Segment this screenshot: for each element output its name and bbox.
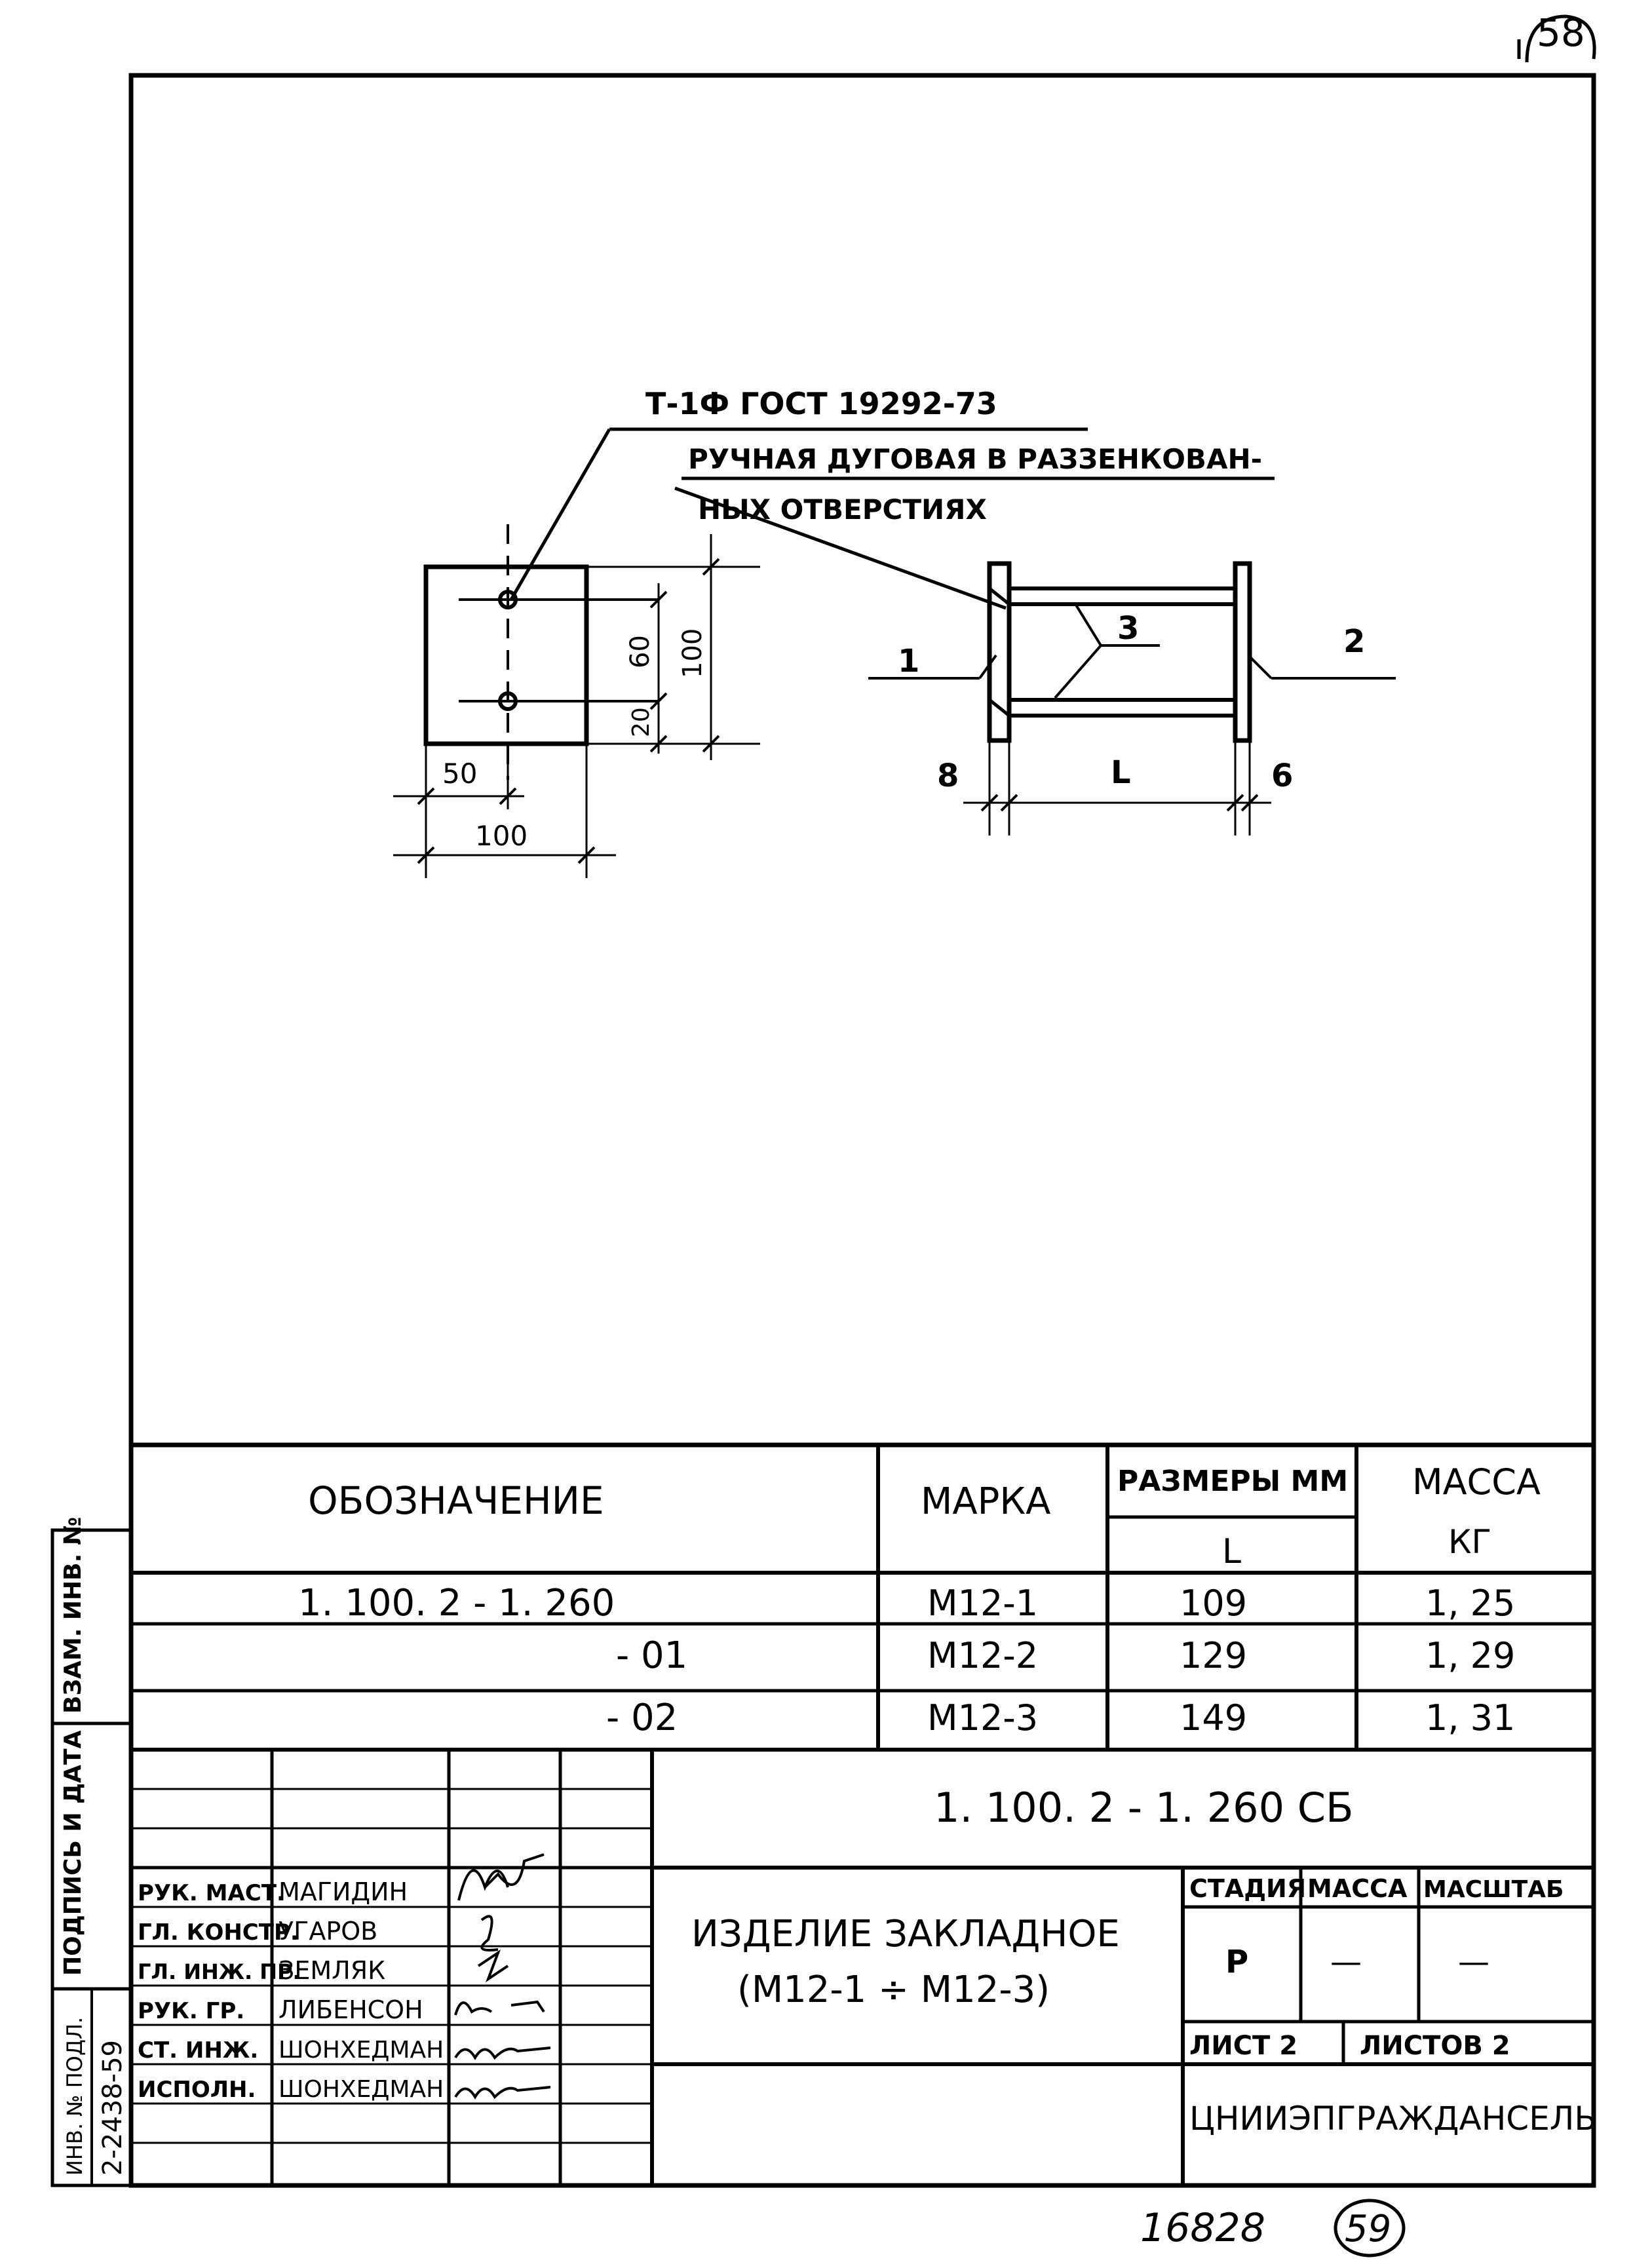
page-number-top: 58 (1537, 10, 1585, 55)
row-mark: М12-1 (927, 1583, 1038, 1624)
row-designation: - 02 (606, 1697, 678, 1739)
assembly-view: 1 2 3 8 L 6 (868, 561, 1396, 836)
role: ИСПОЛН. (138, 2077, 256, 2103)
role: СТ. ИНЖ. (138, 2037, 258, 2064)
replace-inv-label: ВЗАМ. ИНВ. № (60, 1517, 86, 1714)
signature-row: СТ. ИНЖ. ШОНХЕДМАН (138, 2037, 444, 2064)
row-L: 129 (1180, 1635, 1247, 1676)
dim-100-vertical: 100 (678, 628, 708, 678)
bottom-numbers: 16828 59 (1140, 2199, 1406, 2258)
drawing-frame (128, 73, 1596, 2188)
title-block: 1. 100. 2 - 1. 260 СБ ИЗДЕЛИЕ ЗАКЛАДНОЕ … (131, 1750, 1597, 2185)
row-L: 149 (1180, 1697, 1247, 1739)
role: ГЛ. КОНСТР. (138, 1919, 299, 1946)
name: ЛИБЕНСОН (279, 1995, 423, 2024)
dim-60: 60 (625, 635, 655, 668)
name: ЗЕМЛЯК (279, 1956, 385, 1985)
sheet-number: ЛИСТ 2 (1189, 2031, 1297, 2061)
table-row: 1. 100. 2 - 1. 260 М12-1 109 1, 25 (298, 1582, 1515, 1624)
header-sizes-L: L (1222, 1532, 1241, 1571)
inv-orig-label: ИНВ. № ПОДЛ. (62, 2017, 87, 2176)
signature-row: РУК. ГР. ЛИБЕНСОН (138, 1995, 423, 2024)
stage-value: Р (1225, 1944, 1248, 1980)
header-mass-unit: КГ (1448, 1523, 1491, 1561)
header-sizes: РАЗМЕРЫ ММ (1117, 1465, 1348, 1498)
dim-L: L (1111, 754, 1131, 791)
signature-row: ГЛ. ИНЖ. ПР. ЗЕМЛЯК (138, 1956, 385, 1985)
role: ГЛ. ИНЖ. ПР. (138, 1959, 301, 1984)
name: УГАРОВ (279, 1917, 377, 1946)
dim-50: 50 (442, 758, 477, 790)
mass-header: МАССА (1307, 1874, 1408, 1903)
product-name-line1: ИЗДЕЛИЕ ЗАКЛАДНОЕ (691, 1913, 1120, 1955)
top-page-number: 58 (1517, 10, 1596, 63)
plate-view: 60 20 100 50 100 (393, 524, 760, 878)
inv-value: 2-2438-59 (98, 2040, 128, 2176)
row-mass: 1, 31 (1425, 1697, 1515, 1739)
row-designation: - 01 (616, 1634, 687, 1677)
signature-row: ГЛ. КОНСТР. УГАРОВ (138, 1917, 377, 1946)
row-mass: 1, 29 (1425, 1635, 1515, 1676)
role: РУК. МАСТ. (138, 1880, 285, 1906)
name: МАГИДИН (279, 1877, 408, 1906)
handwritten-signatures (454, 1853, 551, 2100)
dim-20: 20 (628, 707, 655, 737)
name: ШОНХЕДМАН (279, 2076, 444, 2103)
doc-code: 1. 100. 2 - 1. 260 СБ (934, 1784, 1354, 1832)
weld-label: Т-1Ф ГОСТ 19292-73 (645, 386, 997, 421)
stage-header: СТАДИЯ (1189, 1874, 1306, 1903)
archive-number: 16828 (1140, 2205, 1265, 2251)
dim-100-horizontal: 100 (475, 820, 528, 852)
position-3: 3 (1117, 610, 1139, 647)
weld-annotation: Т-1Ф ГОСТ 19292-73 РУЧНАЯ ДУГОВАЯ В РАЗЗ… (509, 386, 1275, 610)
position-1: 1 (898, 643, 919, 680)
sign-date-label: ПОДПИСЬ И ДАТА (60, 1730, 86, 1976)
row-L: 109 (1180, 1583, 1247, 1624)
row-mass: 1, 25 (1425, 1583, 1515, 1624)
row-designation: 1. 100. 2 - 1. 260 (298, 1582, 615, 1624)
row-mark: М12-3 (927, 1697, 1038, 1739)
weld-note-line2: НЫХ ОТВЕРСТИЯХ (698, 493, 987, 526)
position-2: 2 (1343, 623, 1365, 660)
organization: ЦНИИЭПГРАЖДАНСЕЛЬ (1189, 2100, 1597, 2138)
header-mass: МАССА (1412, 1461, 1541, 1503)
scale-value: — (1458, 1944, 1489, 1980)
product-name-line2: (М12-1 ÷ М12-3) (737, 1969, 1050, 2011)
table-row: - 02 М12-3 149 1, 31 (606, 1697, 1515, 1739)
dim-8: 8 (937, 758, 959, 794)
row-mark: М12-2 (927, 1635, 1038, 1676)
mass-value: — (1330, 1944, 1362, 1980)
signature-row: ИСПОЛН. ШОНХЕДМАН (138, 2076, 444, 2103)
signature-row: РУК. МАСТ. МАГИДИН (138, 1877, 408, 1906)
scale-header: МАСШТАБ (1423, 1876, 1564, 1903)
role: РУК. ГР. (138, 1998, 244, 2024)
spec-table: ОБОЗНАЧЕНИЕ МАРКА РАЗМЕРЫ ММ L МАССА КГ … (131, 1442, 1594, 1752)
header-designation: ОБОЗНАЧЕНИЕ (308, 1478, 604, 1523)
header-mark: МАРКА (921, 1480, 1050, 1523)
sheets-total: ЛИСТОВ 2 (1360, 2031, 1510, 2061)
page-number-bottom: 59 (1345, 2208, 1391, 2250)
table-row: - 01 М12-2 129 1, 29 (616, 1634, 1515, 1677)
weld-note-line1: РУЧНАЯ ДУГОВАЯ В РАЗЗЕНКОВАН- (688, 443, 1262, 475)
side-stamps: ВЗАМ. ИНВ. № ПОДПИСЬ И ДАТА ИНВ. № ПОДЛ.… (50, 1517, 133, 2187)
name: ШОНХЕДМАН (279, 2037, 444, 2064)
dim-6: 6 (1271, 758, 1293, 794)
